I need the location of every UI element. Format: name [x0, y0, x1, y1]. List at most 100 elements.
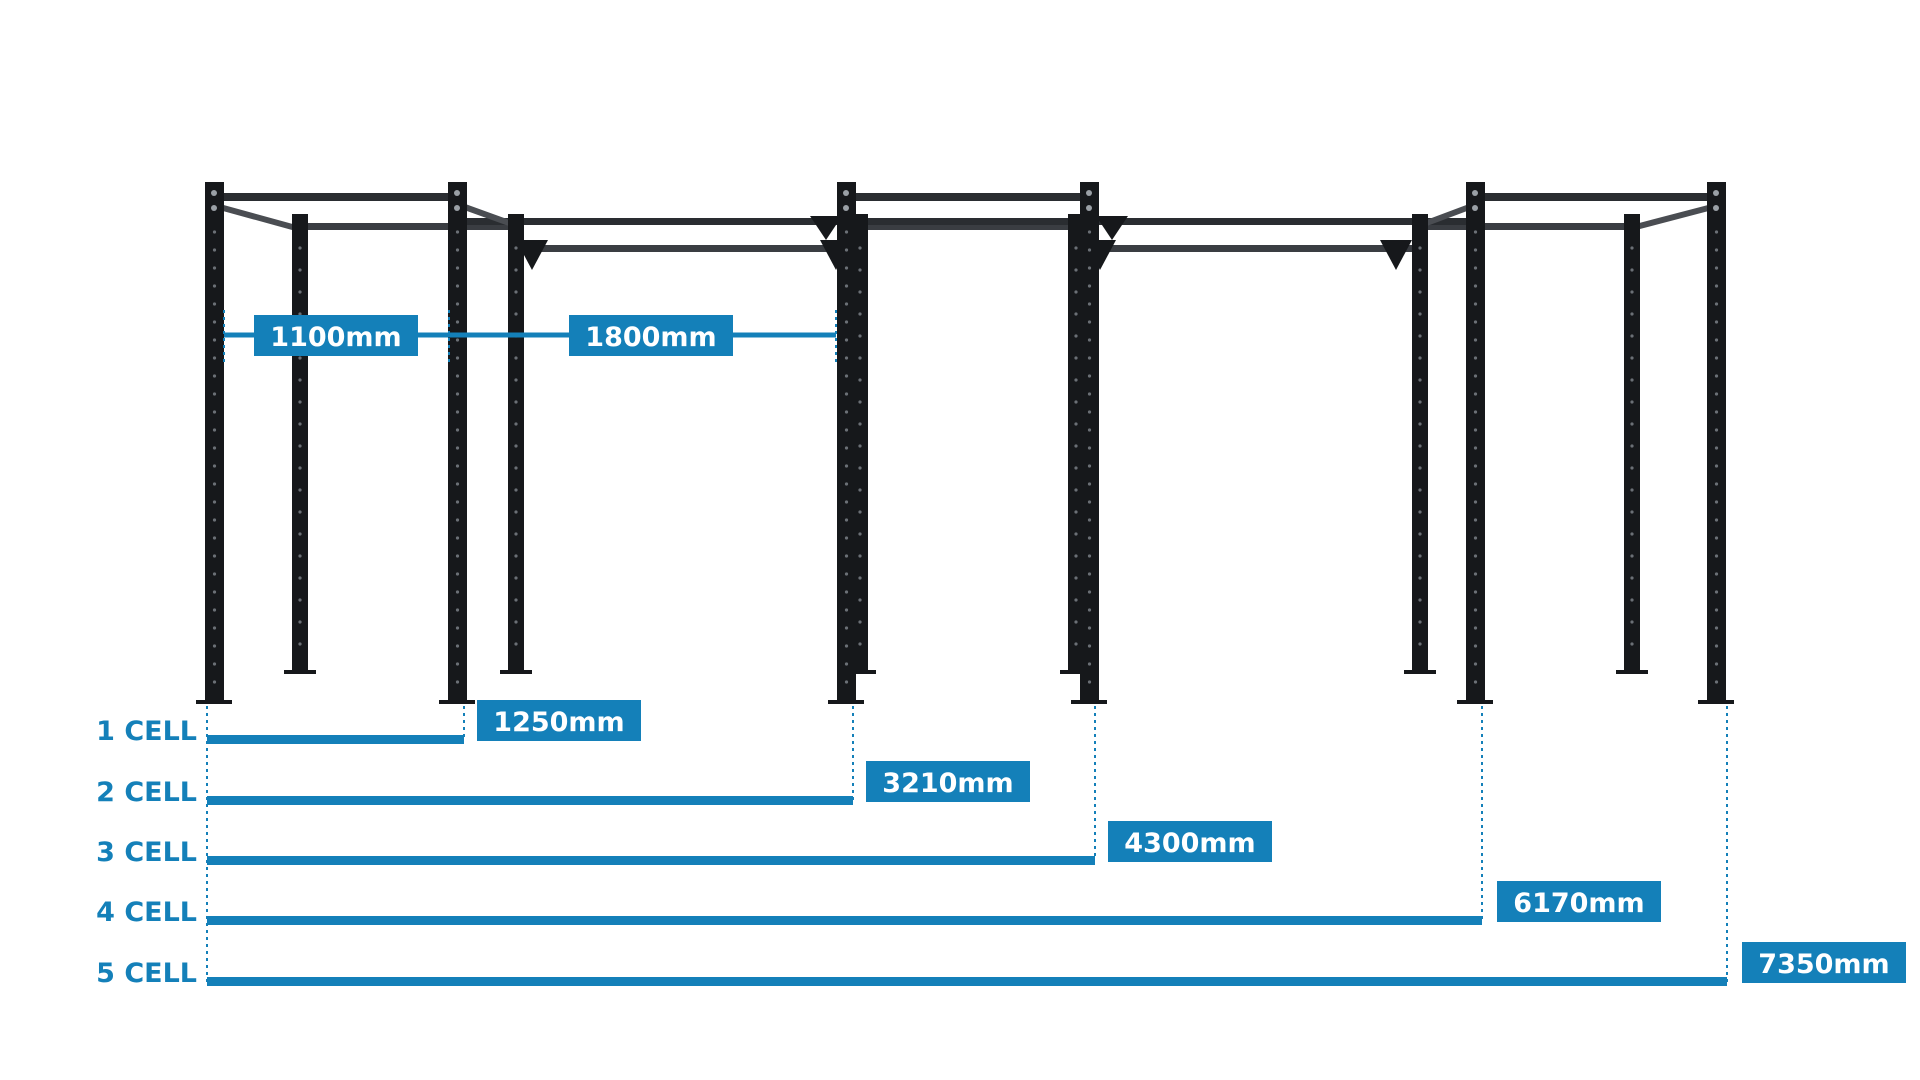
upright-hole — [1630, 356, 1634, 360]
upright-hole — [858, 246, 862, 250]
upright-hole — [1714, 482, 1719, 486]
upright-hole — [844, 446, 849, 450]
upright-hole — [212, 320, 217, 324]
upright-hole — [1630, 532, 1634, 536]
upright-hole — [514, 246, 518, 250]
upright-hole — [1418, 400, 1422, 404]
upright-hole — [844, 374, 849, 378]
upright-hole — [1087, 536, 1092, 540]
base-plate — [284, 670, 316, 674]
base-plate — [1060, 670, 1092, 674]
bolt-head — [1713, 205, 1719, 211]
upright-hole — [298, 378, 302, 382]
upright-hole — [1630, 290, 1634, 294]
base-plate — [844, 670, 876, 674]
upright-hole — [455, 572, 460, 576]
upright-hole — [514, 466, 518, 470]
upright-hole — [844, 266, 849, 270]
upright-hole — [1087, 500, 1092, 504]
bolt-head — [1472, 190, 1478, 196]
upright-hole — [1714, 662, 1719, 666]
upright-hole — [1087, 266, 1092, 270]
upright-hole — [298, 554, 302, 558]
upright-hole — [212, 248, 217, 252]
upright-hole — [1630, 312, 1634, 316]
upright-hole — [1714, 608, 1719, 612]
upright-hole — [844, 320, 849, 324]
length-label-box — [1497, 881, 1661, 922]
upright-hole — [1087, 374, 1092, 378]
upright-hole — [514, 576, 518, 580]
upright-hole — [1418, 290, 1422, 294]
upright-hole — [1630, 620, 1634, 624]
upright-hole — [858, 312, 862, 316]
upright-hole — [1714, 554, 1719, 558]
upright-hole — [455, 536, 460, 540]
top-dimensions: 1100mm 1800mm — [223, 310, 837, 365]
diagonal-brace — [213, 203, 299, 231]
upright-hole — [298, 268, 302, 272]
upright-hole — [1074, 510, 1078, 514]
upright-hole — [1087, 608, 1092, 612]
back-upright — [1624, 214, 1640, 672]
upright-hole — [1714, 572, 1719, 576]
upright-hole — [858, 334, 862, 338]
upright-hole — [455, 626, 460, 630]
length-label-box — [477, 700, 641, 741]
mid-beam — [456, 218, 1476, 225]
upright-hole — [1630, 466, 1634, 470]
upright-hole — [455, 248, 460, 252]
upright-hole — [1714, 590, 1719, 594]
upright-hole — [1074, 312, 1078, 316]
diagonal-braces — [213, 203, 1719, 231]
cell-label: 5 CELL — [96, 958, 197, 989]
upright-hole — [844, 608, 849, 612]
upright-hole — [1418, 246, 1422, 250]
upright-hole — [1714, 338, 1719, 342]
upright-hole — [1473, 428, 1478, 432]
upright-hole — [1418, 268, 1422, 272]
upright-hole — [455, 302, 460, 306]
upright-hole — [1087, 248, 1092, 252]
upright-hole — [298, 466, 302, 470]
upright-hole — [1630, 400, 1634, 404]
upright-hole — [1418, 378, 1422, 382]
upright-hole — [1714, 320, 1719, 324]
gusset — [810, 216, 842, 240]
upright-hole — [858, 444, 862, 448]
upright-hole — [212, 356, 217, 360]
upright-hole — [298, 576, 302, 580]
front-uprights — [196, 182, 1734, 704]
upright-hole — [1473, 572, 1478, 576]
diagonal-brace — [1421, 203, 1475, 227]
upright-hole — [844, 248, 849, 252]
upright-hole — [455, 500, 460, 504]
upright-hole — [1074, 598, 1078, 602]
cell-row-5: 5 CELL 7350mm — [96, 706, 1906, 989]
upright-hole — [1473, 536, 1478, 540]
front-upright — [837, 182, 856, 702]
upright-hole — [858, 642, 862, 646]
upright-hole — [298, 642, 302, 646]
upright-hole — [1087, 356, 1092, 360]
front-upright — [1080, 182, 1099, 702]
upright-hole — [1418, 356, 1422, 360]
length-bar — [207, 977, 1727, 986]
upright-hole — [514, 642, 518, 646]
upright-hole — [1473, 626, 1478, 630]
upright-hole — [1473, 590, 1478, 594]
upright-hole — [1473, 266, 1478, 270]
upright-hole — [1473, 230, 1478, 234]
upright-hole — [514, 268, 518, 272]
upright-hole — [858, 554, 862, 558]
upright-hole — [298, 246, 302, 250]
upright-hole — [514, 488, 518, 492]
upright-hole — [298, 356, 302, 360]
upright-hole — [1473, 446, 1478, 450]
upright-hole — [858, 598, 862, 602]
upright-hole — [1714, 356, 1719, 360]
upright-hole — [1630, 422, 1634, 426]
upright-hole — [1074, 378, 1078, 382]
upright-hole — [298, 400, 302, 404]
upright-hole — [1714, 248, 1719, 252]
